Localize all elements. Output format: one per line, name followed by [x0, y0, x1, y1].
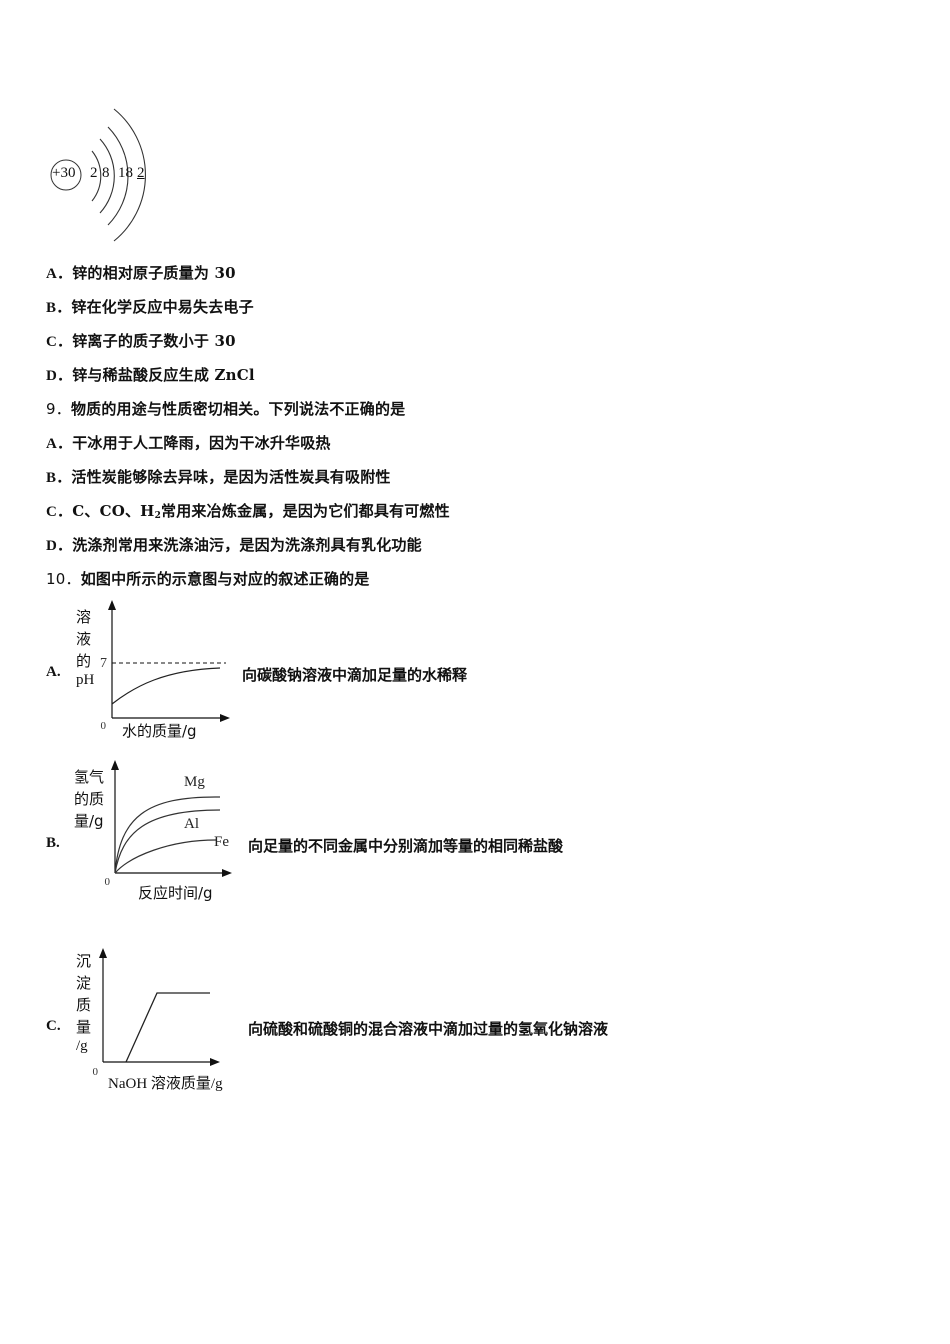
option-text-post: 常用来冶炼金属，是因为它们都具有可燃性	[161, 502, 450, 520]
q9-stem: 9．物质的用途与性质密切相关。下列说法不正确的是	[46, 398, 405, 419]
option-label: B．	[46, 470, 72, 486]
q10-option-c-label: C.	[46, 1018, 61, 1034]
question-text: 如图中所示的示意图与对应的叙述正确的是	[80, 570, 370, 588]
y-label-line: 氢气	[74, 768, 105, 786]
option-label: D．	[46, 538, 73, 554]
q8-option-c: C．锌离子的质子数小于 30	[46, 330, 236, 351]
y-label-line: 沉	[76, 952, 92, 970]
q10-option-b-description: 向足量的不同金属中分别滴加等量的相同稀盐酸	[248, 837, 564, 855]
y-label-line: 的	[76, 652, 92, 670]
option-label: B．	[46, 300, 72, 316]
chart-b-hydrogen-metals: Mg Al Fe 0 氢气 的质 量/g 反应时间/g	[70, 758, 240, 908]
y-label-line: /g	[76, 1038, 88, 1054]
option-text: 干冰用于人工降雨，因为干冰升华吸热	[72, 434, 331, 452]
y-label-line: 的质	[74, 790, 105, 808]
option-text: 锌与稀盐酸反应生成 ZnCl	[72, 366, 255, 384]
y-label-line: 溶	[76, 608, 92, 626]
y-label-line: 淀	[76, 974, 92, 992]
question-number: 9．	[46, 400, 71, 418]
option-label: D．	[46, 368, 73, 384]
y-label-line: 量/g	[74, 812, 104, 830]
q8-option-d: D．锌与稀盐酸反应生成 ZnCl	[46, 364, 255, 385]
y-label-line: 液	[76, 630, 92, 648]
atom-structure-diagram: +30 2 8 18 2	[40, 95, 180, 255]
x-axis-label: NaOH 溶液质量/g	[108, 1076, 223, 1092]
option-text: 锌在化学反应中易失去电子	[71, 298, 254, 316]
q9-option-d: D．洗涤剂常用来洗涤油污，是因为洗涤剂具有乳化功能	[46, 534, 422, 555]
option-label: C．	[46, 504, 73, 520]
question-number: 10．	[46, 570, 81, 588]
question-text: 物质的用途与性质密切相关。下列说法不正确的是	[70, 400, 406, 418]
svg-text:Fe: Fe	[214, 834, 229, 850]
q9-option-b: B．活性炭能够除去异味，是因为活性炭具有吸附性	[46, 466, 391, 487]
q10-stem: 10．如图中所示的示意图与对应的叙述正确的是	[46, 568, 370, 589]
y-label-line: 质	[76, 996, 92, 1014]
q9-option-a: A．干冰用于人工降雨，因为干冰升华吸热	[46, 432, 331, 453]
svg-text:7: 7	[100, 656, 107, 671]
q8-option-a: A．锌的相对原子质量为 30	[46, 262, 236, 283]
y-label-line: 量	[76, 1018, 92, 1036]
option-text: 锌的相对原子质量为 30	[72, 264, 236, 282]
shell-3-electrons: 18	[118, 165, 133, 181]
q8-option-b: B．锌在化学反应中易失去电子	[46, 296, 254, 317]
shell-2-electrons: 8	[102, 165, 110, 181]
svg-text:0: 0	[93, 1066, 99, 1078]
chart-c-precipitate: 0 沉 淀 质 量 /g NaOH 溶液质量/g	[70, 945, 250, 1095]
q9-option-c: C．C、CO、H2常用来冶炼金属，是因为它们都具有可燃性	[46, 500, 450, 521]
x-axis-label: 反应时间/g	[138, 884, 213, 902]
q10-option-a-label: A.	[46, 664, 61, 680]
nucleus-charge: +30	[52, 165, 76, 181]
svg-text:0: 0	[105, 876, 111, 888]
q10-option-a-description: 向碳酸钠溶液中滴加足量的水稀释	[242, 666, 468, 684]
shell-4-electrons: 2	[137, 165, 145, 181]
x-axis-label: 水的质量/g	[122, 722, 197, 740]
option-label: A．	[46, 436, 73, 452]
svg-text:Mg: Mg	[184, 774, 205, 790]
svg-text:Al: Al	[184, 816, 199, 832]
option-text: 活性炭能够除去异味，是因为活性炭具有吸附性	[71, 468, 391, 486]
option-text: 洗涤剂常用来洗涤油污，是因为洗涤剂具有乳化功能	[72, 536, 422, 554]
svg-text:0: 0	[101, 720, 107, 732]
option-label: C．	[46, 334, 73, 350]
option-text: 锌离子的质子数小于 30	[72, 332, 236, 350]
shell-1-electrons: 2	[90, 165, 98, 181]
chart-a-ph-dilution: 7 0 溶 液 的 pH 水的质量/g	[70, 598, 240, 743]
subscript: 2	[154, 511, 162, 521]
q10-option-b-label: B.	[46, 835, 60, 851]
option-text-pre: C、CO、H	[72, 502, 155, 520]
q10-option-c-description: 向硫酸和硫酸铜的混合溶液中滴加过量的氢氧化钠溶液	[248, 1020, 609, 1038]
y-label-line: pH	[76, 672, 95, 688]
option-label: A．	[46, 266, 73, 282]
